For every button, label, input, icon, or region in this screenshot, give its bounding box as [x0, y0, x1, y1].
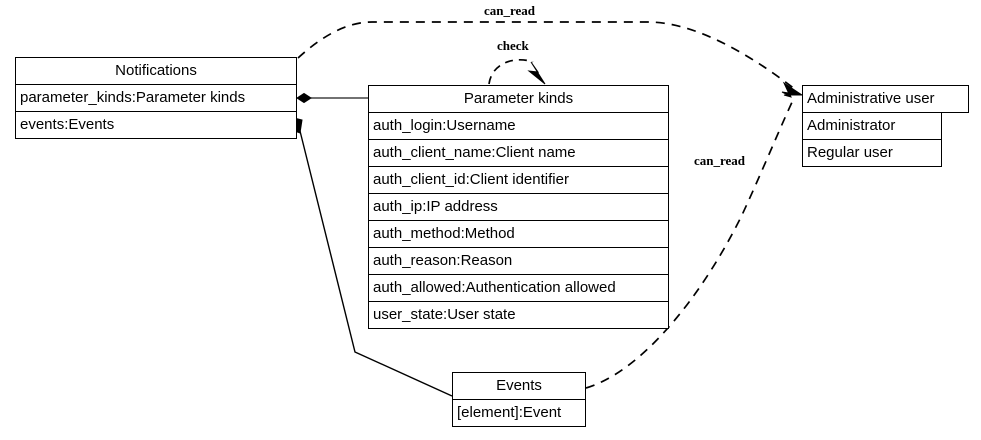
class-administrative-user-title: Administrative user	[802, 85, 969, 113]
class-parameter-kinds-attribute-auth-reason: auth_reason:Reason	[368, 247, 669, 275]
edge-notifications-parameter-kinds	[296, 92, 368, 104]
class-parameter-kinds-attribute-auth-login: auth_login:Username	[368, 112, 669, 140]
class-administrative-user-attribute-regular-user: Regular user	[802, 139, 942, 167]
edge-check-self-loop	[488, 58, 546, 85]
class-notifications-attribute-parameter-kinds: parameter_kinds:Parameter kinds	[15, 84, 297, 112]
class-events-attribute-element: [element]:Event	[452, 399, 586, 427]
class-parameter-kinds-attribute-user-state: user_state:User state	[368, 301, 669, 329]
class-administrative-user[interactable]: Administrative user Administrator Regula…	[802, 85, 969, 167]
class-notifications-title: Notifications	[15, 57, 297, 85]
class-parameter-kinds-attribute-auth-client-name: auth_client_name:Client name	[368, 139, 669, 167]
edge-can-read-right	[585, 84, 804, 389]
check-arrowhead	[527, 61, 546, 85]
class-notifications-attribute-events: events:Events	[15, 111, 297, 139]
composition-diamond-parameter-kinds	[296, 92, 312, 104]
class-events[interactable]: Events [element]:Event	[452, 372, 586, 427]
class-parameter-kinds-attribute-auth-allowed: auth_allowed:Authentication allowed	[368, 274, 669, 302]
edge-label-can-read-top: can_read	[484, 3, 536, 18]
class-administrative-user-attribute-administrator: Administrator	[802, 112, 942, 140]
edge-label-can-read-right: can_read	[694, 153, 746, 168]
edge-label-check: check	[497, 38, 529, 53]
can-read-right-dashed-path	[585, 97, 795, 389]
class-events-title: Events	[452, 372, 586, 400]
can-read-right-arrowhead	[783, 84, 804, 98]
check-dashed-path	[488, 58, 534, 85]
class-parameter-kinds[interactable]: Parameter kinds auth_login:Username auth…	[368, 85, 669, 329]
class-parameter-kinds-attribute-auth-client-id: auth_client_id:Client identifier	[368, 166, 669, 194]
class-parameter-kinds-attribute-auth-ip: auth_ip:IP address	[368, 193, 669, 221]
class-parameter-kinds-title: Parameter kinds	[368, 85, 669, 113]
can-read-top-dashed-path	[297, 21, 797, 91]
class-notifications[interactable]: Notifications parameter_kinds:Parameter …	[15, 57, 297, 139]
composition-line-events	[299, 130, 453, 397]
class-parameter-kinds-attribute-auth-method: auth_method:Method	[368, 220, 669, 248]
